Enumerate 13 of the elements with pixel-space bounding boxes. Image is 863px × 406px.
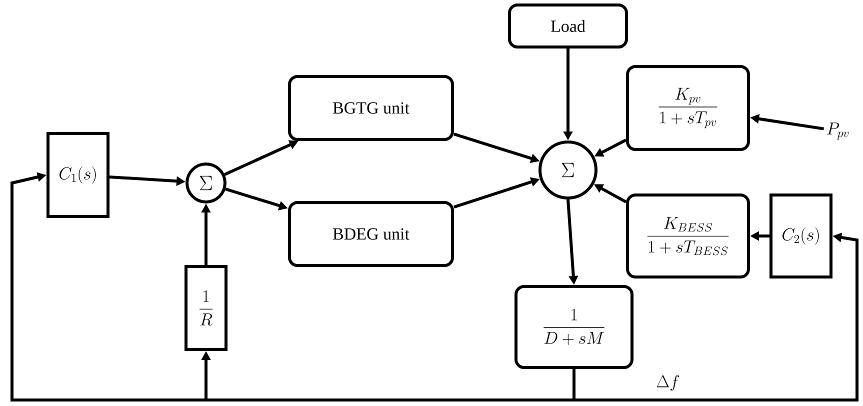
summing-junction: $\Sigma$ (538, 140, 598, 200)
summing-junction: $\Sigma$ (186, 162, 226, 204)
transfer-function-box: $\frac{K_{pv}}{1+sT_{pv}}$ (626, 65, 750, 151)
transfer-function-box: $\frac{1}{D+sM}$ (514, 284, 634, 369)
process-box: BGTG unit (288, 75, 454, 141)
controller-box: $C_2(s)$ (770, 194, 832, 278)
transfer-function-box: $\frac{K_{BESS}}{1+sT_{BESS}}$ (626, 194, 750, 278)
process-box: BDEG unit (288, 201, 454, 267)
process-box: Load (508, 4, 628, 48)
controller-box: $C_1(s)$ (46, 132, 110, 218)
input-label: $P_{pv}$ (827, 122, 849, 140)
signal-label: $\Delta f$ (656, 375, 680, 391)
gain-box: $\frac{1}{R}$ (184, 264, 228, 351)
